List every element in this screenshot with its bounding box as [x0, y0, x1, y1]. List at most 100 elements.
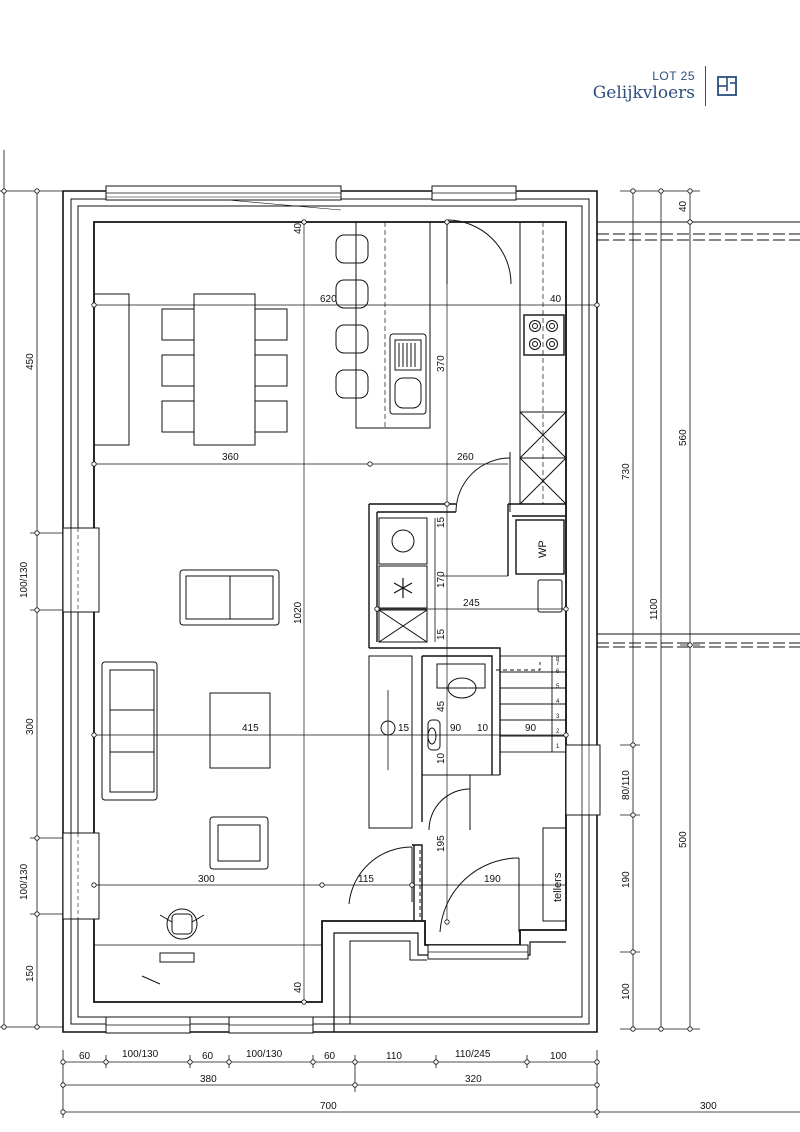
dim-90b: 90 — [525, 723, 537, 734]
dimension-tick — [374, 606, 380, 612]
dim-bottom-100-130b: 100/130 — [246, 1049, 283, 1060]
dim-15: 15 — [398, 723, 410, 734]
dim-right-40: 40 — [678, 200, 689, 212]
dim-15a: 15 — [436, 516, 447, 528]
dimension-tick — [594, 1059, 600, 1065]
dim-bottom-60a: 60 — [79, 1051, 91, 1062]
dimension-tick — [34, 530, 40, 536]
dimension-tick — [1, 1024, 7, 1030]
left-dims: 450 100/130 300 100/130 150 — [19, 353, 36, 982]
dim-left-300: 300 — [25, 718, 36, 735]
bottom-dims: 60 100/130 60 100/130 60 110 110/245 100… — [79, 1049, 717, 1112]
lot-number: LOT 25 — [652, 68, 695, 83]
stair-step: 7 — [556, 661, 560, 667]
dim-left-100-130b: 100/130 — [19, 863, 30, 900]
dimension-tick — [352, 1059, 358, 1065]
dimension-tick — [301, 999, 307, 1005]
dimension-tick — [524, 1059, 530, 1065]
dimension-tick — [563, 732, 569, 738]
dimension-tick — [91, 461, 97, 467]
dimension-tick — [60, 1082, 66, 1088]
dim-right-1100: 1100 — [649, 598, 660, 620]
dimension-tick — [630, 188, 636, 194]
dimension-tick — [658, 1026, 664, 1032]
dimension-tick — [687, 219, 693, 225]
stairs — [496, 655, 567, 753]
dimension-tick — [630, 812, 636, 818]
stair-step: 6 — [556, 669, 560, 675]
dimension-tick — [319, 882, 325, 888]
cooktop — [523, 314, 565, 356]
dimension-tick — [301, 219, 307, 225]
bottom-dim-lines — [62, 1050, 800, 1118]
dim-left-100-130a: 100/130 — [19, 561, 30, 598]
dim-10a: 10 — [477, 723, 489, 734]
dimension-tick — [91, 302, 97, 308]
left-windows — [62, 527, 100, 920]
dimension-tick — [630, 742, 636, 748]
dimension-tick — [226, 1059, 232, 1065]
dim-ticks — [1, 188, 693, 1115]
dim-left-450: 450 — [25, 353, 36, 370]
stair-step: 2 — [556, 729, 560, 735]
interior-dim-lines — [94, 222, 597, 1002]
dining-table — [93, 293, 288, 446]
dim-bottom-380: 380 — [200, 1074, 217, 1085]
dim-370: 370 — [436, 355, 447, 372]
interior-walls — [368, 503, 567, 922]
dimension-tick — [91, 732, 97, 738]
dim-90a: 90 — [450, 723, 462, 734]
sofa-small — [179, 569, 280, 626]
dimension-tick — [594, 1082, 600, 1088]
dimension-tick — [444, 219, 450, 225]
dim-360: 360 — [222, 452, 239, 463]
dimension-tick — [310, 1059, 316, 1065]
stair-step: 5 — [556, 684, 560, 690]
dim-left-150: 150 — [25, 965, 36, 982]
right-dim-lines — [620, 190, 700, 1030]
dim-right-190: 190 — [621, 871, 632, 888]
dimension-tick — [630, 949, 636, 955]
dimension-tick — [34, 607, 40, 613]
floor-name: Gelijkvloers — [592, 82, 695, 103]
dim-170: 170 — [436, 571, 447, 588]
dim-bottom-100-130a: 100/130 — [122, 1049, 159, 1060]
dimension-tick — [594, 1109, 600, 1115]
armchair — [209, 816, 269, 870]
dim-1020: 1020 — [293, 601, 304, 624]
dimension-tick — [103, 1059, 109, 1065]
dimension-tick — [34, 1024, 40, 1030]
dim-bottom-60c: 60 — [324, 1051, 336, 1062]
dim-bottom-320: 320 — [465, 1074, 482, 1085]
right-dims: 40 730 560 1100 80/110 500 190 100 — [621, 200, 689, 1000]
sofa-large — [101, 661, 158, 801]
dim-195: 195 — [436, 835, 447, 852]
dim-bottom-300: 300 — [700, 1101, 717, 1112]
dimension-tick — [187, 1059, 193, 1065]
toilet — [380, 663, 486, 770]
dim-190: 190 — [484, 874, 501, 885]
dimension-tick — [1, 188, 7, 194]
bottom-windows — [105, 944, 529, 1034]
dim-right-500: 500 — [678, 831, 689, 848]
dim-bottom-40: 40 — [293, 981, 304, 993]
coffee-table — [209, 692, 271, 769]
dim-right-100: 100 — [621, 983, 632, 1000]
dim-45: 45 — [436, 700, 447, 712]
stair-step: 1 — [556, 744, 560, 750]
dimension-tick — [687, 642, 693, 648]
dimension-tick — [594, 302, 600, 308]
dimension-tick — [630, 1026, 636, 1032]
dimension-tick — [687, 188, 693, 194]
dimension-tick — [658, 188, 664, 194]
kitchen-island — [335, 221, 431, 429]
stair-step: 3 — [556, 714, 560, 720]
dim-620: 620 — [320, 294, 337, 305]
dim-bottom-110-245: 110/245 — [455, 1049, 491, 1060]
stair-step: 8 — [556, 656, 560, 662]
dim-bottom-110: 110 — [386, 1051, 402, 1062]
dimension-tick — [433, 1059, 439, 1065]
dim-bottom-700: 700 — [320, 1101, 337, 1112]
top-windows — [105, 185, 517, 211]
